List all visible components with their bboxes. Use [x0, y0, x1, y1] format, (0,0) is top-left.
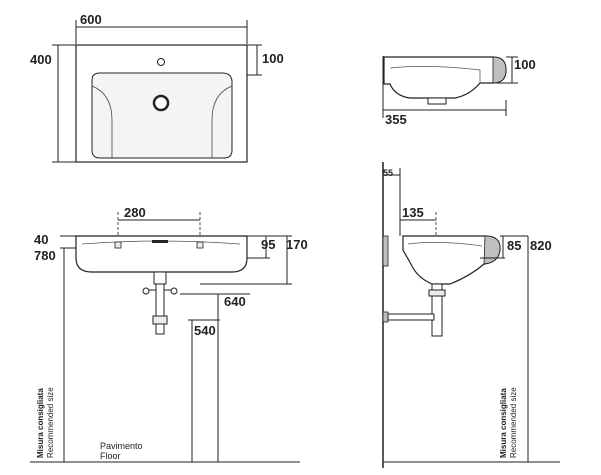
recommended-label-it-left: Misura consigliata [36, 388, 45, 458]
valve-left-icon [142, 287, 150, 295]
floor-label-it: Pavimento [100, 441, 143, 451]
front-waste-neck [153, 271, 167, 285]
front-tap-hole-left [114, 241, 122, 249]
width-label: 600 [80, 12, 102, 27]
wall-trap-nut [428, 289, 446, 297]
wall-bracket-top [382, 235, 389, 267]
recommended-label-en-right: Recommended size [509, 387, 518, 458]
wall-rim-height-label: 820 [530, 238, 552, 253]
profile-outline [383, 56, 507, 99]
front-trap-nut [152, 315, 168, 325]
profile-depth-label: 355 [385, 112, 407, 127]
bowl-shading-right [211, 85, 233, 158]
tap-offset-label: 100 [262, 51, 284, 66]
front-view: 280 40 780 95 170 640 540 Pavimento Floo… [30, 205, 308, 463]
valve-right-icon [170, 287, 178, 295]
floor-label-en: Floor [100, 451, 121, 461]
wall-waste-arm [387, 313, 435, 321]
tap-spacing-label: 280 [124, 205, 146, 220]
projection-label: 135 [402, 205, 424, 220]
front-overflow [152, 240, 168, 243]
basin-bowl [91, 72, 233, 159]
basin-height-label: 95 [261, 237, 275, 252]
wall-offset-label: 55 [383, 168, 393, 178]
wall-basin-rim [483, 235, 501, 265]
overflow-height-label: 170 [286, 237, 308, 252]
profile-waste-stub [427, 97, 447, 105]
recommended-label-en-left: Recommended size [46, 387, 55, 458]
top-view: 600 400 100 [30, 12, 284, 163]
side-profile-view: 100 355 [382, 56, 536, 127]
tap-hole-icon [157, 58, 165, 66]
front-tap-hole-right [196, 241, 204, 249]
profile-rim [492, 56, 507, 84]
rim-height-label: 780 [34, 248, 56, 263]
trap-height-label: 540 [194, 323, 216, 338]
bowl-shading-left [91, 85, 113, 158]
wall-trap-pipe [431, 283, 443, 337]
basin-depth-label: 85 [507, 238, 521, 253]
side-wall-view: 55 135 85 820 Misura consigliata Recomme… [382, 162, 560, 468]
drain-icon [152, 94, 170, 112]
profile-inner-line [389, 66, 481, 83]
rim-offset-label: 40 [34, 232, 48, 247]
wall-basin-inner [407, 242, 483, 247]
waste-height-label: 640 [224, 294, 246, 309]
profile-height-label: 100 [514, 57, 536, 72]
wall-bracket-bottom [382, 311, 389, 323]
depth-label: 400 [30, 52, 52, 67]
recommended-label-it-right: Misura consigliata [499, 388, 508, 458]
front-trap-pipe [155, 283, 165, 335]
